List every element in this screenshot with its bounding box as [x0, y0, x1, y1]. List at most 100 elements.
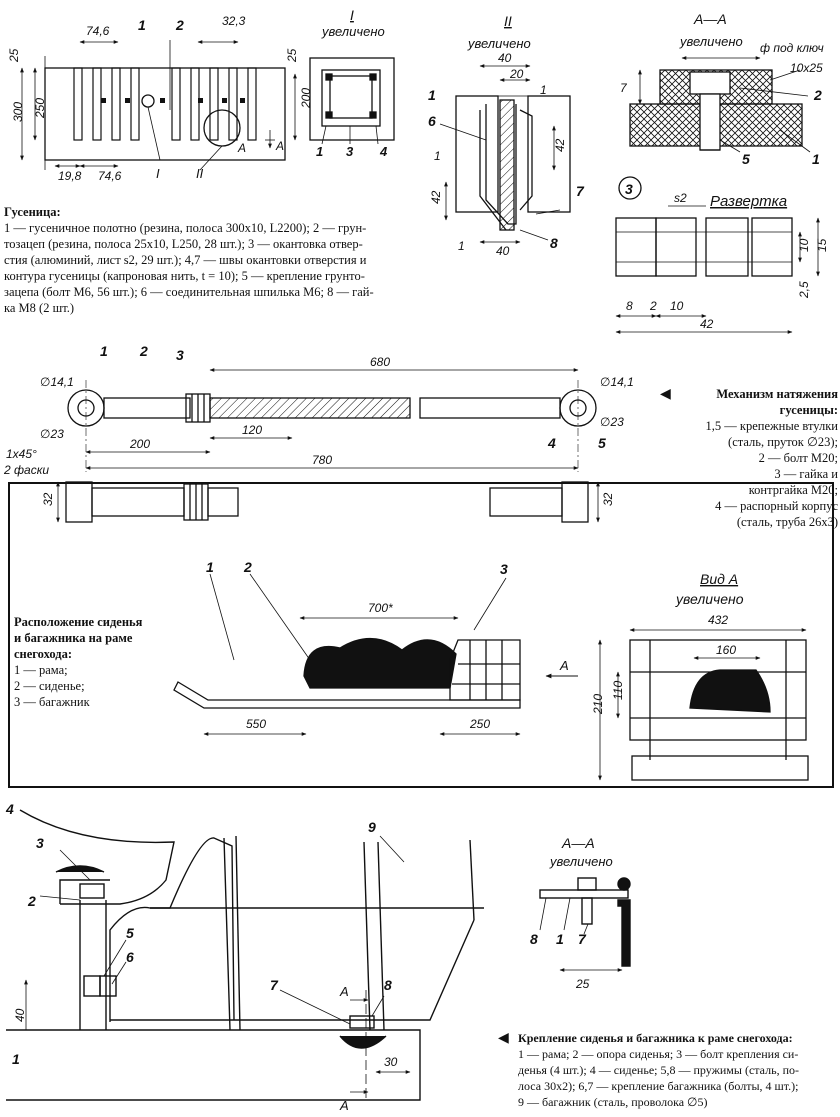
detail-1-label-4: 4 [379, 144, 388, 159]
dim-25-right: 25 [285, 48, 299, 63]
dim-19-8: 19,8 [58, 169, 82, 183]
dim-25-left: 25 [7, 48, 21, 63]
dim-s2: s2 [674, 191, 687, 205]
seat-drawing [173, 573, 809, 781]
seat-label-1: 1 [206, 559, 214, 575]
key-note: ф под ключ [760, 41, 824, 55]
tension-label-2: 2 [139, 343, 148, 359]
mount-label-5: 5 [126, 925, 134, 941]
seat-label-2: 2 [243, 559, 252, 575]
seat-caption-line-1: Расположение сиденья [14, 615, 143, 629]
section-aa-subtitle: увеличено [679, 34, 743, 49]
detail-2-label-8: 8 [550, 235, 558, 251]
detail-1-label-1: 1 [316, 144, 323, 159]
mount-label-9: 9 [368, 819, 376, 835]
track-caption-line-3: стия (алюминий, лист s2, 29 шт.); 4,7 — … [4, 253, 367, 267]
mount-caption-line-4: 9 — багажник (сталь, проволока ∅5) [518, 1095, 708, 1109]
unfold-drawing [615, 176, 820, 334]
dim-200: 200 [299, 88, 313, 109]
mount-section-a-top: А [339, 984, 349, 999]
section-aa-text: А—А увеличено ф под ключ 10х25 7 2 5 1 [620, 11, 824, 167]
tension-caption-line-2: (сталь, пруток ∅23); [728, 435, 838, 449]
mount-section-subtitle: увеличено [549, 854, 613, 869]
seat-arrow-a: А [559, 658, 569, 673]
seat-caption-line-3: снегохода: [14, 647, 73, 661]
key-size: 10х25 [790, 61, 823, 75]
track-label-2: 2 [175, 17, 184, 33]
dim-74-6-top: 74,6 [86, 24, 110, 38]
dim-40-mount: 40 [13, 1008, 27, 1022]
dim-780: 780 [312, 453, 332, 467]
track-caption-title: Гусеница: [4, 205, 61, 219]
detail-2-label-6: 6 [428, 113, 436, 129]
tension-text: 1 2 3 4 5 ∅14,1 ∅23 680 ∅14,1 ∅23 120 20… [3, 343, 634, 506]
mount-text: 4 3 2 5 6 1 9 7 8 А А 40 30 А—А увеличен… [5, 801, 613, 1113]
mount-section-label-1: 1 [556, 931, 564, 947]
dim-110: 110 [611, 681, 625, 700]
tension-label-3: 3 [176, 347, 184, 363]
dim-160: 160 [716, 643, 736, 657]
track-caption-line-6: ка М8 (2 шт.) [4, 301, 75, 315]
dim-700: 700* [368, 601, 393, 615]
track-label-1: 1 [138, 17, 146, 33]
dim-200-tension: 200 [129, 437, 150, 451]
tension-drawing [56, 368, 600, 523]
dim-15: 15 [815, 238, 829, 252]
track-label-a2: A [275, 139, 284, 153]
dim-300: 300 [11, 102, 25, 122]
tension-caption-line-5: контргайка М20; [748, 483, 838, 497]
tension-caption-line-7: (сталь, труба 26х3) [736, 515, 838, 529]
dim-7: 7 [620, 81, 628, 95]
seat-caption-line-4: 1 — рама; [14, 663, 68, 677]
mount-label-3: 3 [36, 835, 44, 851]
dim-10-vertical: 10 [797, 238, 811, 252]
detail-1-title: увеличено [321, 24, 385, 39]
dim-680: 680 [370, 355, 390, 369]
seat-caption-line-5: 2 — сиденье; [14, 679, 85, 693]
tension-caption-title: Механизм натяжения гусеницы: [716, 387, 838, 417]
tension-label-4: 4 [547, 435, 556, 451]
track-label-roman1: I [156, 166, 160, 181]
seat-frame [8, 482, 834, 788]
track-label-roman2: II [196, 166, 204, 181]
dim-42: 42 [700, 317, 714, 331]
mount-caption-line-1: 1 — рама; 2 — опора сиденья; 3 — болт кр… [518, 1047, 799, 1061]
chamfer-size: 1х45° [6, 447, 37, 461]
unfold-title: Развертка [710, 193, 787, 210]
tension-label-5: 5 [598, 435, 606, 451]
section-aa-label-2: 2 [813, 87, 822, 103]
dim-1-left: 1 [434, 149, 441, 163]
dim-32-left: 32 [41, 492, 55, 506]
mount-section-a-bottom: А [339, 1098, 349, 1113]
dim-23-right: ∅23 [600, 415, 624, 429]
mount-section-title: А—А [561, 835, 595, 851]
view-a-title: Вид А [700, 571, 738, 587]
dim-14-1-right: ∅14,1 [600, 375, 634, 389]
tension-caption: Механизм натяжения гусеницы: 1,5 — крепе… [668, 386, 838, 530]
detail-2-title: увеличено [467, 36, 531, 51]
track-caption-line-1: 1 — гусеничное полотно (резина, полоса 3… [4, 221, 367, 235]
detail-2-roman: II [504, 13, 512, 29]
seat-label-3: 3 [500, 561, 508, 577]
tension-caption-line-6: 4 — распорный корпус [715, 499, 838, 513]
dim-32-3: 32,3 [222, 14, 246, 28]
track-label-a: A [237, 141, 246, 155]
mount-caption-title: Крепление сиденья и багажника к раме сне… [518, 1031, 793, 1045]
dim-550: 550 [246, 717, 266, 731]
dim-250-seat: 250 [469, 717, 490, 731]
seat-text: 1 2 3 А 700* 550 250 Вид А увеличено 432… [206, 559, 744, 731]
dim-14-1-left: ∅14,1 [40, 375, 74, 389]
mount-label-6: 6 [126, 949, 134, 965]
seat-caption: Расположение сиденья и багажника на раме… [14, 614, 174, 710]
section-aa-drawing [629, 56, 811, 153]
mount-caption-line-3: лоса 30х2); 6,7 — крепление багажника (б… [518, 1079, 799, 1093]
dim-74-6-bottom: 74,6 [98, 169, 122, 183]
dim-10-horizontal: 10 [670, 299, 684, 313]
dim-1-bottom: 1 [458, 239, 465, 253]
track-caption: Гусеница: 1 — гусеничное полотно (резина… [4, 204, 394, 316]
dim-432: 432 [708, 613, 728, 627]
section-aa-label-1: 1 [812, 151, 820, 167]
dim-20: 20 [509, 67, 524, 81]
dim-1-top: 1 [540, 83, 547, 97]
